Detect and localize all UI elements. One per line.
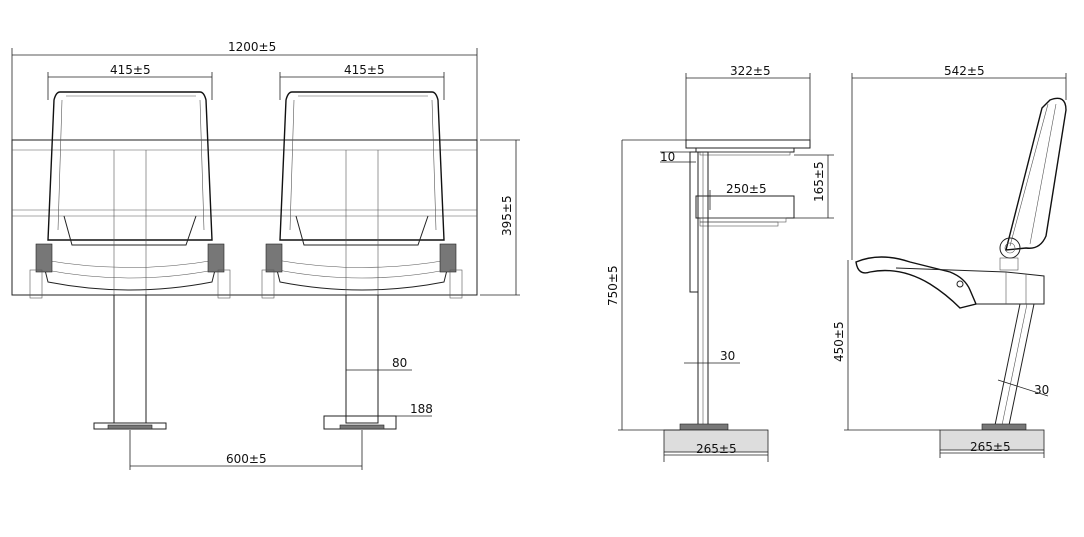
post-spacing-label: 600±5 — [226, 452, 267, 466]
dim-post-width: 80 — [346, 356, 412, 371]
chair-base — [939, 423, 1045, 451]
chair-backrest — [999, 97, 1067, 271]
chair-side-view: 542±5 30 — [832, 64, 1067, 458]
dim-desk-width: 250±5 — [709, 182, 794, 210]
chair-depth-label: 542±5 — [944, 64, 985, 78]
overall-width-label: 1200±5 — [228, 40, 276, 54]
seat-width-right-label: 415±5 — [344, 63, 385, 77]
desk-side-view: 322±5 10 250±5 165±5 — [606, 64, 834, 462]
desk-post-width-label: 30 — [720, 349, 735, 363]
dim-base-width: 188 — [324, 402, 433, 417]
desk-post — [689, 151, 709, 431]
desk-gap-label: 165±5 — [812, 161, 826, 202]
base-width-label: 188 — [410, 402, 433, 416]
desk-height-label: 750±5 — [606, 265, 620, 306]
front-view: 1200±5 415±5 415±5 395±5 — [11, 40, 520, 470]
dim-overall-width: 1200±5 — [11, 40, 478, 140]
right-seat — [261, 91, 463, 299]
desk-width-label: 250±5 — [726, 182, 767, 196]
desk-depth-label: 322±5 — [730, 64, 771, 78]
dim-chair-base-width: 265±5 — [939, 440, 1045, 458]
beam-height-label: 395±5 — [500, 195, 514, 236]
dim-desk-height: 750±5 — [606, 140, 680, 431]
dim-beam-height: 395±5 — [480, 139, 520, 296]
dim-chair-depth: 542±5 — [851, 64, 1067, 260]
desk-base-width-label: 265±5 — [696, 442, 737, 456]
left-seat — [29, 91, 231, 299]
chair-base-width-label: 265±5 — [970, 440, 1011, 454]
seat-width-left-label: 415±5 — [110, 63, 151, 77]
right-post — [323, 150, 397, 430]
dim-seat-height: 450±5 — [832, 260, 940, 431]
chair-leg — [993, 303, 1035, 431]
left-post — [93, 150, 167, 430]
dim-post-spacing: 600±5 — [129, 430, 363, 470]
post-width-label: 80 — [392, 356, 407, 370]
dim-desk-gap: 165±5 — [794, 154, 834, 219]
beam-panel — [11, 139, 478, 296]
chair-leg-width-label: 30 — [1034, 383, 1049, 397]
dim-seat-width-left: 415±5 — [47, 63, 213, 100]
dim-chair-leg-width: 30 — [997, 379, 1049, 397]
desk-shelf — [695, 195, 795, 227]
dim-seat-width-right: 415±5 — [279, 63, 445, 100]
dim-desk-post-width: 30 — [684, 349, 740, 364]
dim-desk-base-width: 265±5 — [663, 442, 769, 462]
seat-height-label: 450±5 — [832, 321, 846, 362]
dim-desk-depth: 322±5 — [685, 64, 811, 140]
desk-base — [663, 423, 769, 453]
desk-thickness-label: 10 — [660, 150, 675, 164]
chair-seat — [855, 256, 1045, 309]
dim-desk-thickness: 10 — [660, 150, 696, 164]
desk-top — [622, 139, 811, 156]
